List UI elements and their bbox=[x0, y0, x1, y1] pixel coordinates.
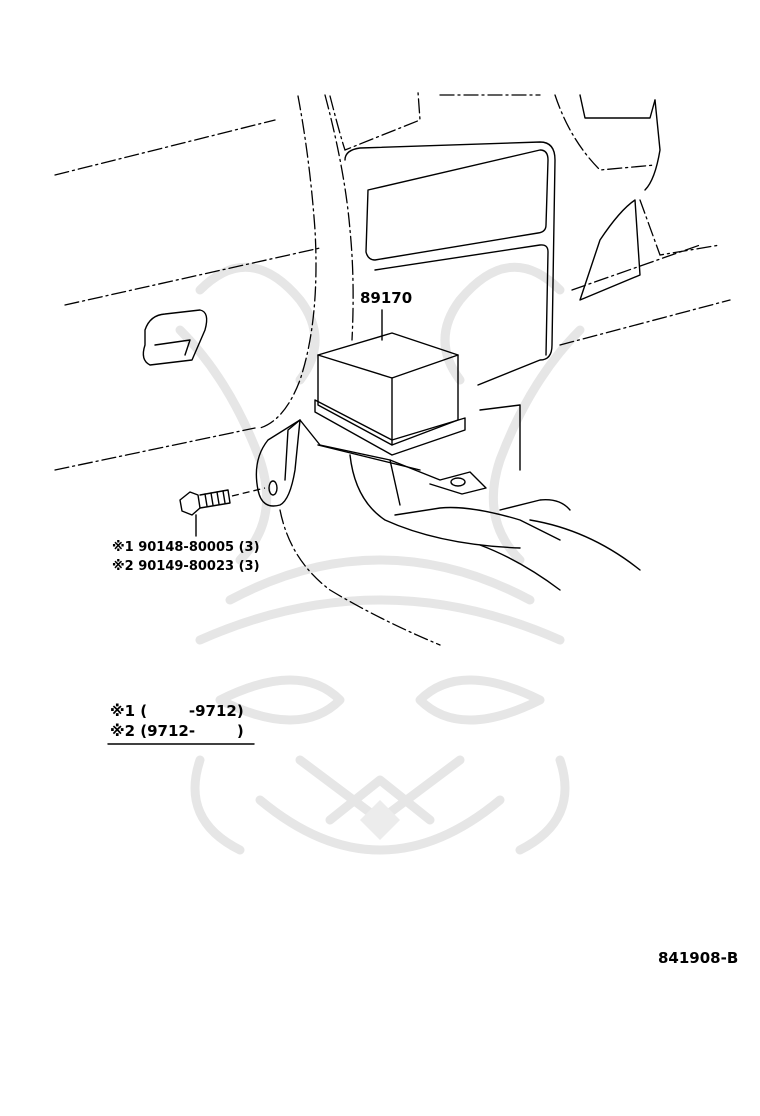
relay-box bbox=[314, 332, 466, 456]
legend-line-1: ※1 ( -9712) bbox=[110, 702, 244, 720]
legend-line-2: ※2 (9712- ) bbox=[110, 722, 244, 740]
bolt-part-number-1: ※1 90148-80005 (3) bbox=[112, 540, 260, 555]
watermark-emblem bbox=[175, 262, 585, 855]
bolt-part-number-2: ※2 90149-80023 (3) bbox=[112, 559, 260, 574]
mounting-bracket bbox=[255, 419, 487, 507]
figure-code: 841908-B bbox=[658, 949, 739, 967]
bolt bbox=[179, 487, 266, 537]
part-number-callout: 89170 bbox=[360, 289, 413, 307]
console-outline bbox=[279, 404, 641, 646]
dashboard-outline bbox=[54, 91, 731, 471]
